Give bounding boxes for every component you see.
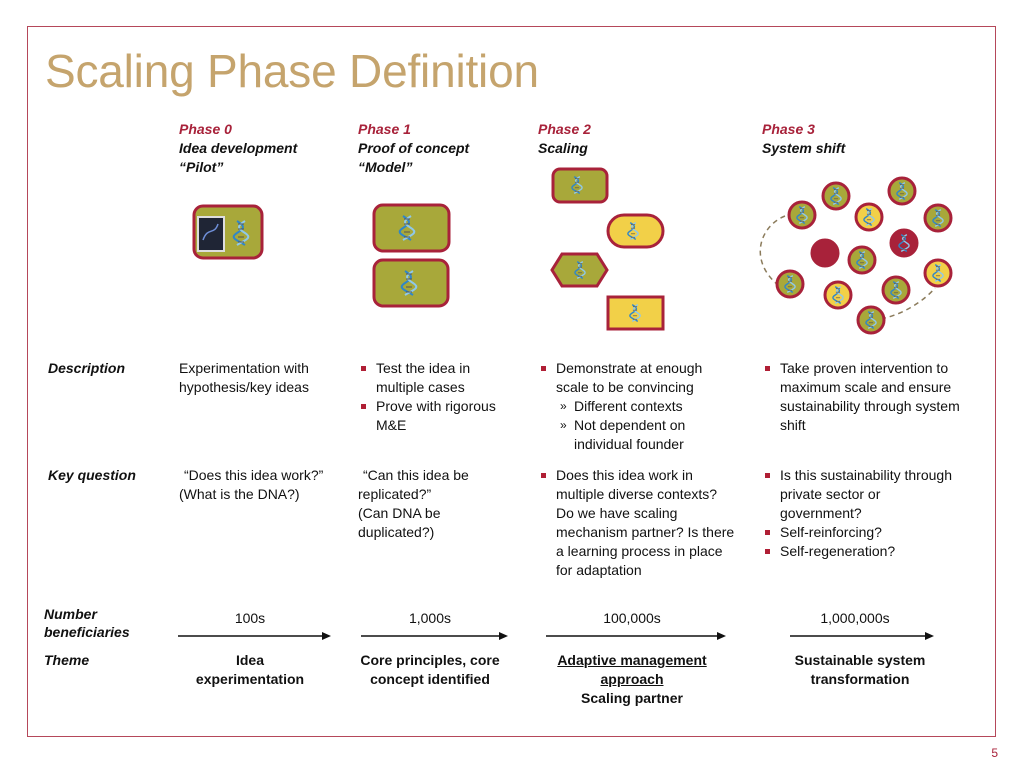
phase-2-name: Scaling [538,140,588,156]
row-label-beneficiaries: Number beneficiaries [44,606,130,640]
theme-phase-0: Idea experimentation [195,652,305,687]
description-phase-2: Demonstrate at enough scale to be convin… [538,359,733,454]
phase-1-name: Proof of concept [358,140,470,156]
theme-phase-2-underlined: Adaptive management approach [557,652,707,687]
row-label-description: Description [48,360,126,376]
list-item: Prove with rigorous M&E [358,397,518,435]
description-phase-0: Experimentation with hypothesis/key idea… [179,360,309,395]
list-item: Take proven intervention to maximum scal… [762,359,962,435]
row-label-theme: Theme [44,652,90,668]
list-item-text: Demonstrate at enough scale to be convin… [556,360,703,395]
slide-frame [27,26,996,737]
list-item: Self-reinforcing? [762,523,962,542]
key-question-phase-1: “Can this idea be replicated?” (Can DNA … [358,466,518,542]
row-label-key-question: Key question [48,467,136,483]
list-item: Does this idea work in multiple diverse … [538,466,738,580]
phase-0-alias: “Pilot” [179,159,224,175]
phase-0-header: Phase 0 Idea development “Pilot” [179,120,297,177]
question-note: (What is the DNA?) [179,486,300,502]
list-item: Self-regeneration? [762,542,962,561]
question-text: “Can this idea be replicated?” [358,467,469,502]
phase-3-number: Phase 3 [762,121,815,137]
phase-0-name: Idea development [179,140,298,156]
question-note: (Can DNA be duplicated?) [358,505,441,540]
theme-phase-2-line2: Scaling partner [581,690,683,706]
phase-3-name: System shift [762,140,846,156]
phase-3-header: Phase 3 System shift [762,120,845,158]
list-item: Test the idea in multiple cases [358,359,518,397]
theme-phase-1: Core principles, core concept identified [360,652,500,687]
theme-phase-3: Sustainable system transformation [794,652,926,687]
beneficiaries-phase-3: 1,000,000s [820,610,890,626]
phase-1-header: Phase 1 Proof of concept “Model” [358,120,469,177]
key-question-phase-0: “Does this idea work?” (What is the DNA?… [179,466,339,504]
phase-2-number: Phase 2 [538,121,591,137]
page-number: 5 [991,746,998,760]
beneficiaries-phase-0: 100s [234,610,266,626]
sub-list-item: Different contexts [556,397,733,416]
phase-1-alias: “Model” [358,159,413,175]
list-item: Is this sustainability through private s… [762,466,962,523]
key-question-phase-2: Does this idea work in multiple diverse … [538,466,738,580]
phase-2-header: Phase 2 Scaling [538,120,591,158]
phase-0-number: Phase 0 [179,121,232,137]
question-text: “Does this idea work?” [184,467,324,483]
description-phase-3: Take proven intervention to maximum scal… [762,359,962,435]
sub-list-item: Not dependent on individual founder [556,416,733,454]
slide-title: Scaling Phase Definition [45,45,539,97]
description-phase-1: Test the idea in multiple cases Prove wi… [358,359,518,435]
beneficiaries-phase-1: 1,000s [408,610,452,626]
beneficiaries-phase-2: 100,000s [603,610,661,626]
key-question-phase-3: Is this sustainability through private s… [762,466,962,561]
list-item: Demonstrate at enough scale to be convin… [538,359,733,454]
phase-1-number: Phase 1 [358,121,411,137]
theme-phase-2: Adaptive management approach Scaling par… [545,651,719,708]
